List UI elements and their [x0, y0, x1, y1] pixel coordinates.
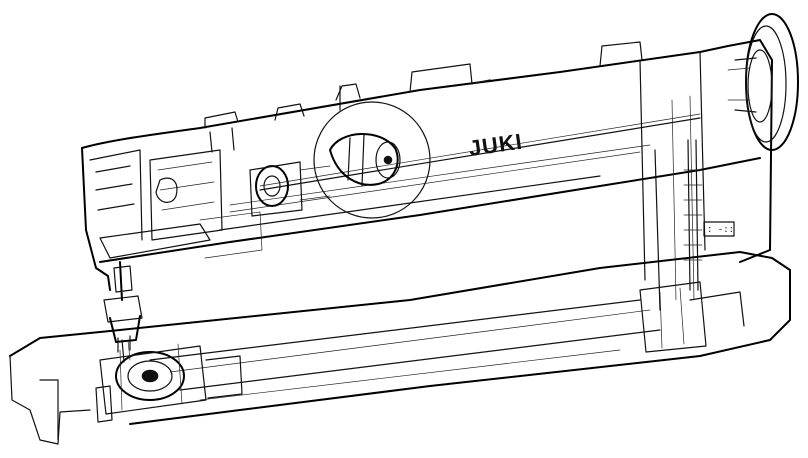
bobbin-case-icon — [95, 343, 243, 423]
machine-bed — [9, 251, 791, 445]
needle-column — [121, 339, 131, 363]
upper-arm: : -:: — [81, 39, 773, 311]
svg-text:: -::: : -:: — [707, 225, 734, 235]
handwheel-icon — [727, 13, 799, 151]
sewing-head — [81, 147, 263, 353]
detail-magnifier-circle — [313, 83, 431, 219]
arm-mechanism — [209, 127, 331, 217]
brand-logo: JUKI — [467, 129, 524, 161]
brand-logo-text: JUKI — [467, 129, 524, 161]
